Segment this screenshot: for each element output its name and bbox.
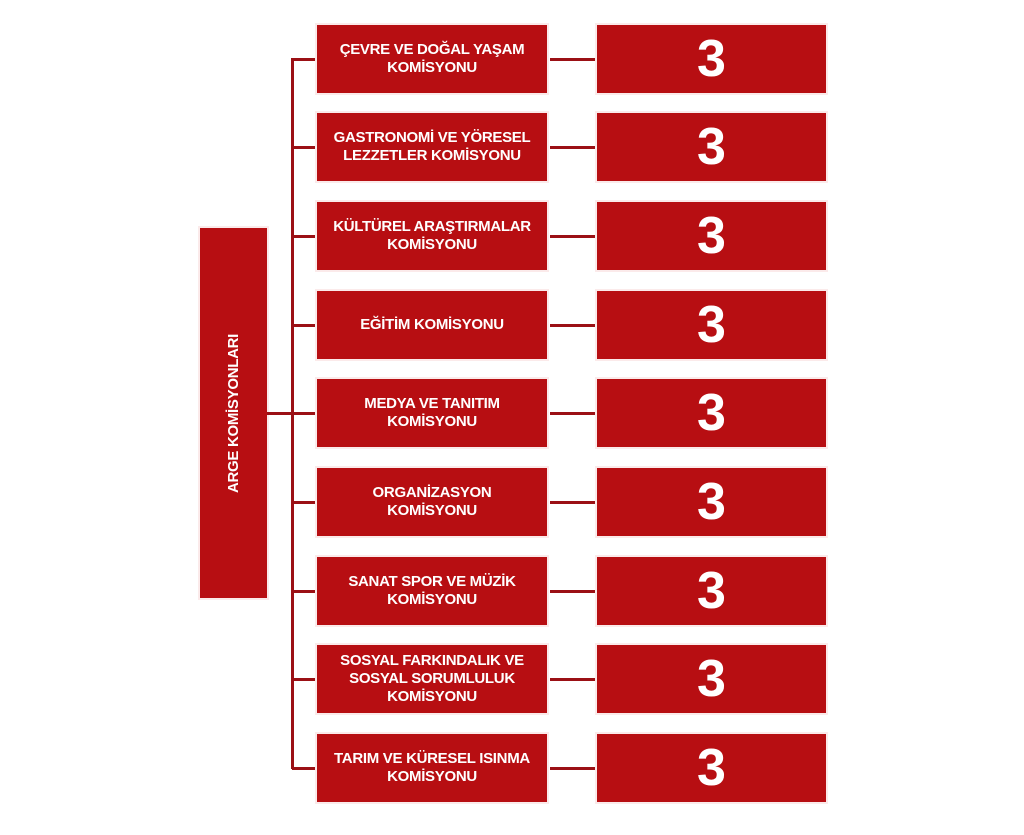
count-connector (550, 146, 595, 149)
commission-name: SANAT SPOR VE MÜZİK KOMİSYONU (348, 573, 516, 608)
count-node: 3 (597, 557, 826, 625)
commission-node: GASTRONOMİ VE YÖRESEL LEZZETLER KOMİSYON… (317, 113, 547, 181)
count-node: 3 (597, 468, 826, 536)
count-node: 3 (597, 113, 826, 181)
commission-count: 3 (697, 650, 726, 708)
branch-line (292, 146, 317, 149)
count-node: 3 (597, 25, 826, 93)
commission-node: EĞİTİM KOMİSYONU (317, 291, 547, 359)
count-connector (550, 501, 595, 504)
count-connector (550, 324, 595, 327)
branch-line (292, 324, 317, 327)
commission-node: SANAT SPOR VE MÜZİK KOMİSYONU (317, 557, 547, 625)
branch-line (292, 58, 317, 61)
count-node: 3 (597, 645, 826, 713)
count-connector (550, 590, 595, 593)
count-node: 3 (597, 734, 826, 802)
commission-node: ÇEVRE VE DOĞAL YAŞAM KOMİSYONU (317, 25, 547, 93)
commission-name: TARIM VE KÜRESEL ISINMA KOMİSYONU (334, 750, 530, 785)
commission-count: 3 (697, 207, 726, 265)
commission-count: 3 (697, 296, 726, 354)
branch-line (292, 767, 317, 770)
commission-count: 3 (697, 118, 726, 176)
branch-line (292, 501, 317, 504)
commission-count: 3 (697, 473, 726, 531)
count-connector (550, 412, 595, 415)
commission-count: 3 (697, 562, 726, 620)
count-connector (550, 58, 595, 61)
commission-node: ORGANİZASYON KOMİSYONU (317, 468, 547, 536)
count-node: 3 (597, 291, 826, 359)
count-node: 3 (597, 202, 826, 270)
commission-name: MEDYA VE TANITIM KOMİSYONU (364, 395, 500, 430)
commission-name: ÇEVRE VE DOĞAL YAŞAM KOMİSYONU (339, 41, 525, 76)
count-connector (550, 678, 595, 681)
count-connector (550, 235, 595, 238)
root-node: ARGE KOMİSYONLARI (200, 228, 267, 598)
branch-line (292, 235, 317, 238)
branch-line (292, 412, 317, 415)
commission-name: GASTRONOMİ VE YÖRESEL LEZZETLER KOMİSYON… (333, 129, 531, 164)
commission-node: KÜLTÜREL ARAŞTIRMALAR KOMİSYONU (317, 202, 547, 270)
commission-node: MEDYA VE TANITIM KOMİSYONU (317, 379, 547, 447)
branch-line (292, 678, 317, 681)
commission-name: SOSYAL FARKINDALIK VE SOSYAL SORUMLULUK … (340, 652, 524, 705)
commission-name: KÜLTÜREL ARAŞTIRMALAR KOMİSYONU (333, 218, 531, 253)
commission-node: TARIM VE KÜRESEL ISINMA KOMİSYONU (317, 734, 547, 802)
count-connector (550, 767, 595, 770)
commission-node: SOSYAL FARKINDALIK VE SOSYAL SORUMLULUK … (317, 645, 547, 713)
commission-count: 3 (697, 30, 726, 88)
commission-count: 3 (697, 384, 726, 442)
count-node: 3 (597, 379, 826, 447)
commission-count: 3 (697, 739, 726, 797)
commission-name: ORGANİZASYON KOMİSYONU (372, 484, 492, 519)
root-label: ARGE KOMİSYONLARI (225, 333, 243, 493)
root-connector (267, 412, 292, 415)
commission-name: EĞİTİM KOMİSYONU (360, 316, 504, 333)
branch-line (292, 590, 317, 593)
